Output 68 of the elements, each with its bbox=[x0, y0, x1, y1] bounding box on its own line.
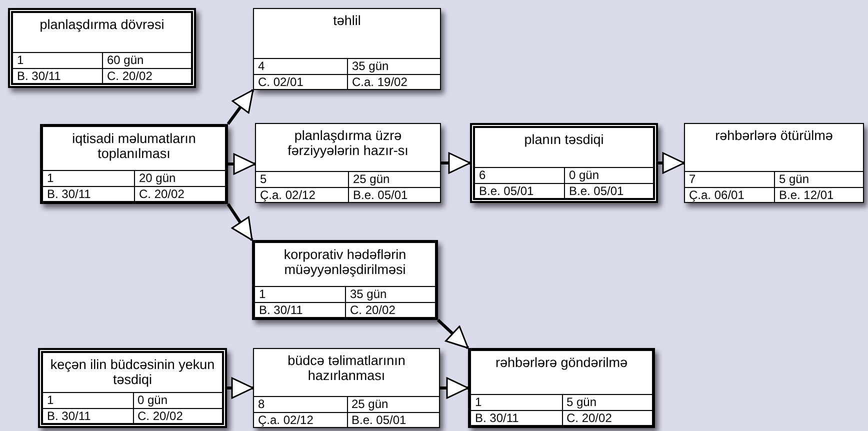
task-title: iqtisadi məlumatların toplanılması bbox=[71, 131, 197, 163]
task-box bbox=[38, 348, 227, 428]
duration: 60 gün bbox=[102, 53, 191, 68]
task-title: planın təsdiqi bbox=[524, 132, 604, 149]
duration: 5 gün bbox=[774, 172, 863, 187]
finish-date: C. 20/02 bbox=[132, 408, 222, 423]
start-date: B. 30/11 bbox=[471, 410, 562, 425]
task-number: 7 bbox=[688, 172, 697, 187]
start-date: Ç.a. 02/12 bbox=[254, 412, 346, 427]
duration: 0 gün bbox=[564, 168, 653, 183]
task-title: büdcə təlimatlarının hazırlanması bbox=[286, 353, 406, 385]
task-title: keçən ilin büdcəsinin yekun təsdiqi bbox=[49, 357, 216, 389]
task-box bbox=[470, 123, 658, 203]
task-number: 5 bbox=[259, 172, 268, 187]
finish-date: C. 20/02 bbox=[134, 186, 225, 201]
finish-date: C. 20/02 bbox=[102, 68, 191, 83]
task-box bbox=[40, 124, 228, 204]
finish-date: B.e. 05/01 bbox=[564, 183, 653, 198]
task-number: 1 bbox=[46, 393, 55, 408]
task-title: planlaşdırma dövrəsi bbox=[40, 17, 164, 34]
task-box bbox=[252, 240, 438, 320]
duration: 35 gün bbox=[345, 287, 435, 302]
finish-date: B.e. 05/01 bbox=[346, 412, 439, 427]
task-box bbox=[253, 348, 440, 428]
finish-date: C. 20/02 bbox=[345, 302, 435, 317]
duration: 20 gün bbox=[134, 171, 225, 186]
arrow bbox=[436, 318, 470, 350]
start-date: B. 30/11 bbox=[255, 302, 345, 317]
finish-date: B.e. 12/01 bbox=[774, 187, 863, 202]
start-date: B.e. 05/01 bbox=[475, 183, 564, 198]
start-date: B. 30/11 bbox=[13, 68, 102, 83]
finish-date: C.a. 19/02 bbox=[347, 74, 440, 89]
finish-date: B.e. 05/01 bbox=[348, 187, 440, 202]
task-title: korporativ hədəflərin müəyyənləşdirilməsi bbox=[282, 247, 408, 279]
start-date: B. 30/11 bbox=[43, 186, 134, 201]
start-date: Ç.a. 06/01 bbox=[685, 187, 774, 202]
task-box bbox=[684, 123, 864, 203]
arrow bbox=[227, 377, 254, 399]
duration: 0 gün bbox=[132, 393, 222, 408]
task-box bbox=[253, 8, 441, 90]
task-number: 6 bbox=[478, 168, 487, 183]
finish-date: C. 20/02 bbox=[562, 410, 652, 425]
task-number: 1 bbox=[258, 287, 267, 302]
task-number: 1 bbox=[16, 53, 25, 68]
task-number: 1 bbox=[474, 395, 483, 410]
task-box bbox=[255, 123, 441, 203]
task-title: rəhbərlərə ötürülmə bbox=[715, 128, 833, 145]
start-date: C. 02/01 bbox=[254, 74, 347, 89]
arrow bbox=[228, 153, 256, 175]
arrow bbox=[226, 203, 254, 241]
arrow bbox=[441, 152, 471, 174]
duration: 25 gün bbox=[346, 397, 439, 412]
task-number: 1 bbox=[46, 171, 55, 186]
task-number: 4 bbox=[257, 59, 266, 74]
arrow bbox=[658, 152, 685, 174]
task-box bbox=[468, 348, 655, 428]
task-title: rəhbərlərə göndərilmə bbox=[495, 355, 628, 372]
start-date: Ç.a. 02/12 bbox=[256, 187, 348, 202]
duration: 5 gün bbox=[562, 395, 652, 410]
duration: 25 gün bbox=[348, 172, 440, 187]
start-date: B. 30/11 bbox=[43, 408, 132, 423]
arrow bbox=[226, 89, 254, 125]
duration: 35 gün bbox=[347, 59, 440, 74]
task-number: 8 bbox=[257, 397, 266, 412]
task-title: təhlil bbox=[333, 13, 361, 30]
task-box bbox=[8, 8, 196, 88]
arrow bbox=[440, 377, 469, 399]
task-title: planlaşdırma üzrə fərziyyələrin hazır-sı bbox=[286, 128, 410, 160]
